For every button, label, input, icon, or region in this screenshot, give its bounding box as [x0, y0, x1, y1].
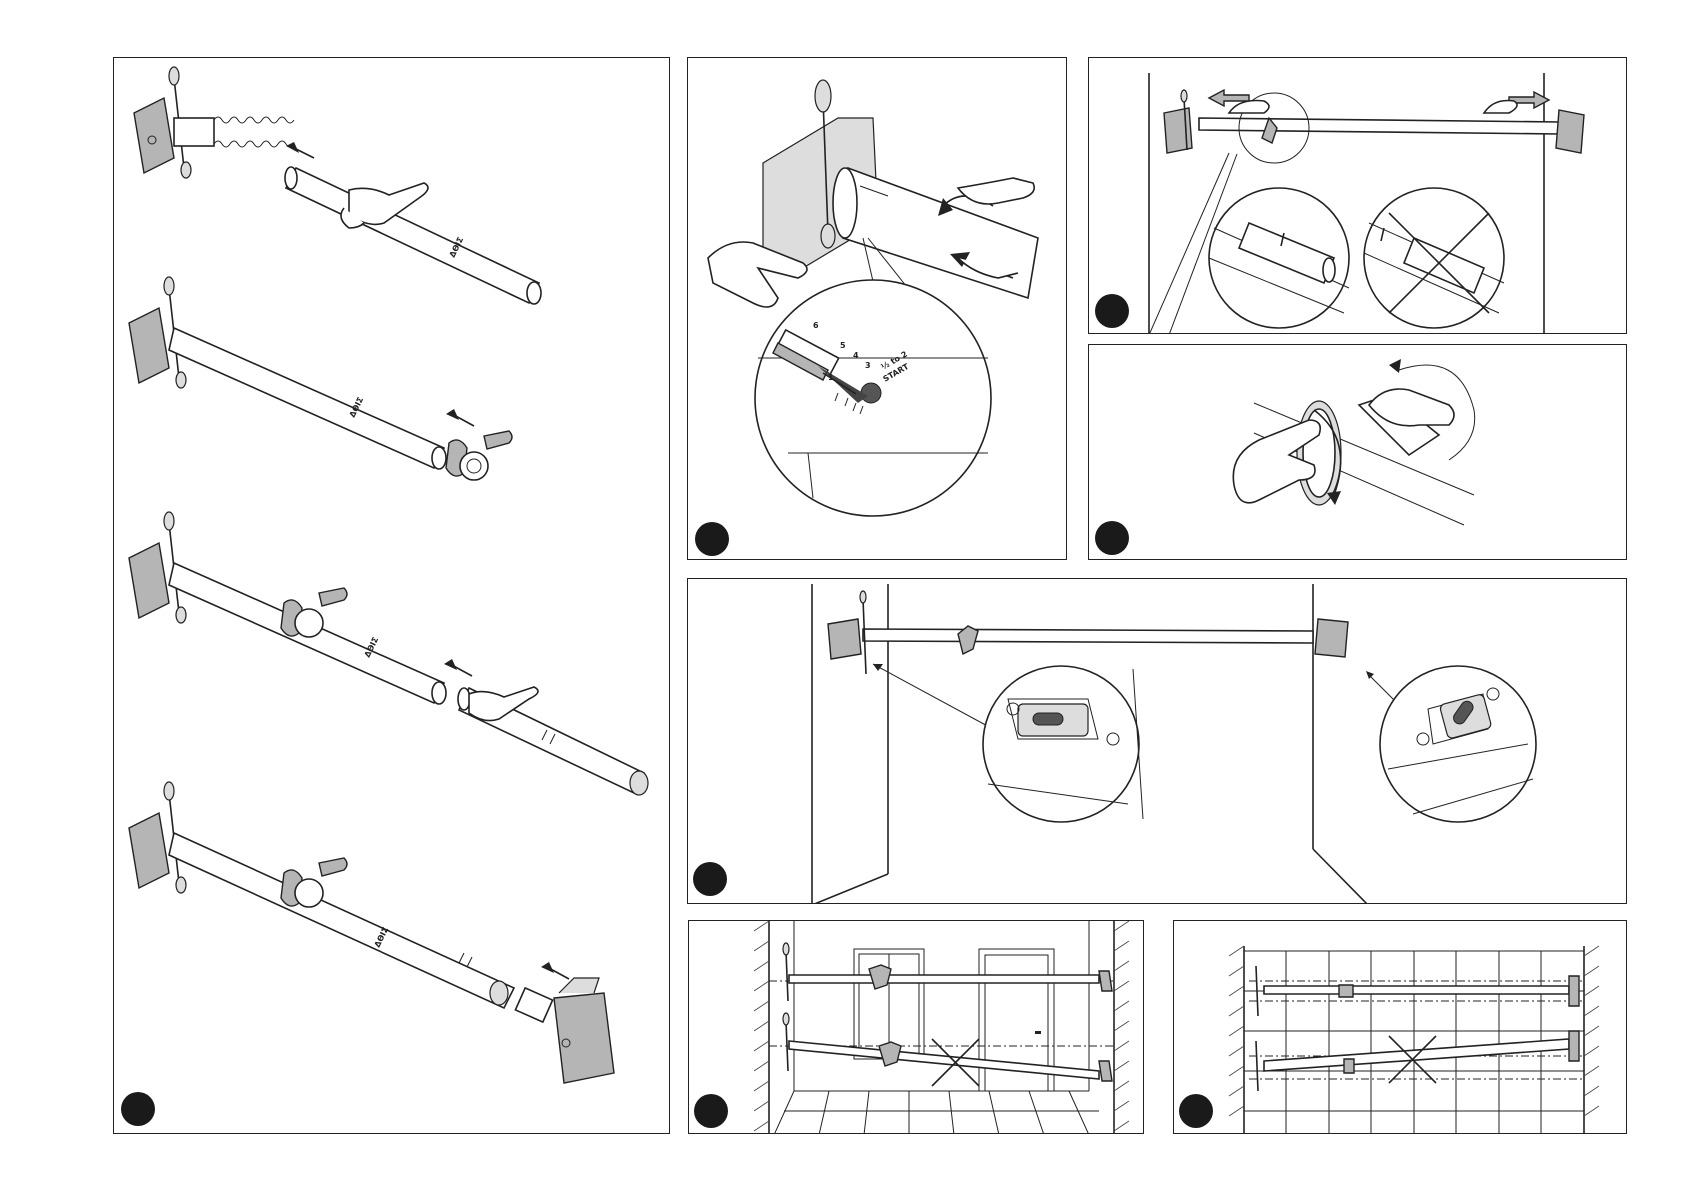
wall-bracket-icon — [134, 98, 174, 173]
step-badge-6 — [694, 1094, 728, 1128]
tension-dial-illustration: 6 5 4 3 1 ½ to 2 START — [688, 58, 1067, 560]
panel-tension-dial: 6 5 4 3 1 ½ to 2 START — [687, 57, 1067, 560]
magnifier-circle-icon: 6 5 4 3 1 ½ to 2 START — [755, 238, 991, 516]
panel-assembly-steps: ΔϴΙΣ ΔϴΙΣ — [113, 57, 670, 1134]
clamp-icon — [169, 67, 214, 178]
dial-number-5: 5 — [840, 341, 846, 350]
clamp-icon — [446, 431, 512, 480]
arrow-icon — [446, 409, 474, 426]
wall-hatching-left — [754, 921, 769, 1134]
panel-wall-mount — [687, 578, 1627, 904]
level-check-room-illustration — [689, 921, 1144, 1134]
wall-hatching-left — [1229, 946, 1244, 1134]
step-badge-1 — [121, 1092, 155, 1126]
clamp-icon — [783, 943, 1112, 1001]
step-badge-5 — [693, 862, 727, 896]
dial-number-6: 6 — [813, 321, 819, 330]
step-badge-7 — [1179, 1094, 1213, 1128]
wall-hatching-right — [1114, 921, 1129, 1134]
hand-icon — [1229, 101, 1517, 114]
step-badge-4 — [1095, 521, 1129, 555]
wall-hatching-right — [1584, 946, 1599, 1134]
level-check-tiles-illustration — [1174, 921, 1627, 1134]
step-4-attach-end-bracket: ΔϴΙΣ — [129, 782, 614, 1083]
hand-icon — [341, 183, 428, 228]
panel-level-check-tiles — [1173, 920, 1627, 1134]
dial-number-3: 3 — [865, 361, 871, 370]
step-badge-3 — [1095, 294, 1129, 328]
hand-icon — [469, 687, 538, 721]
panel-tighten-ring — [1088, 344, 1627, 560]
panel-level-check-room — [688, 920, 1144, 1134]
magnifier-circle-icon — [983, 666, 1536, 822]
arrow-icon — [286, 142, 314, 158]
step-3-extend-tube: ΔϴΙΣ — [129, 512, 648, 795]
step-1-insert-tube: ΔϴΙΣ — [134, 67, 541, 304]
assembly-steps-illustration: ΔϴΙΣ ΔϴΙΣ — [114, 58, 670, 1134]
panel-alignment-check — [1088, 57, 1627, 334]
clamp-icon — [281, 588, 347, 637]
clamp-icon — [281, 858, 347, 907]
wall-bracket-icon — [554, 978, 614, 1083]
step-2-attach-clamp: ΔϴΙΣ — [129, 277, 512, 480]
wall-mount-illustration — [688, 579, 1627, 904]
tighten-ring-illustration — [1089, 345, 1627, 560]
alignment-check-illustration — [1089, 58, 1627, 334]
dial-number-4: 4 — [853, 351, 859, 360]
dial-number-1: 1 — [828, 373, 834, 382]
arrow-icon — [444, 659, 472, 676]
arrow-icon — [541, 962, 569, 979]
step-badge-2 — [695, 522, 729, 556]
